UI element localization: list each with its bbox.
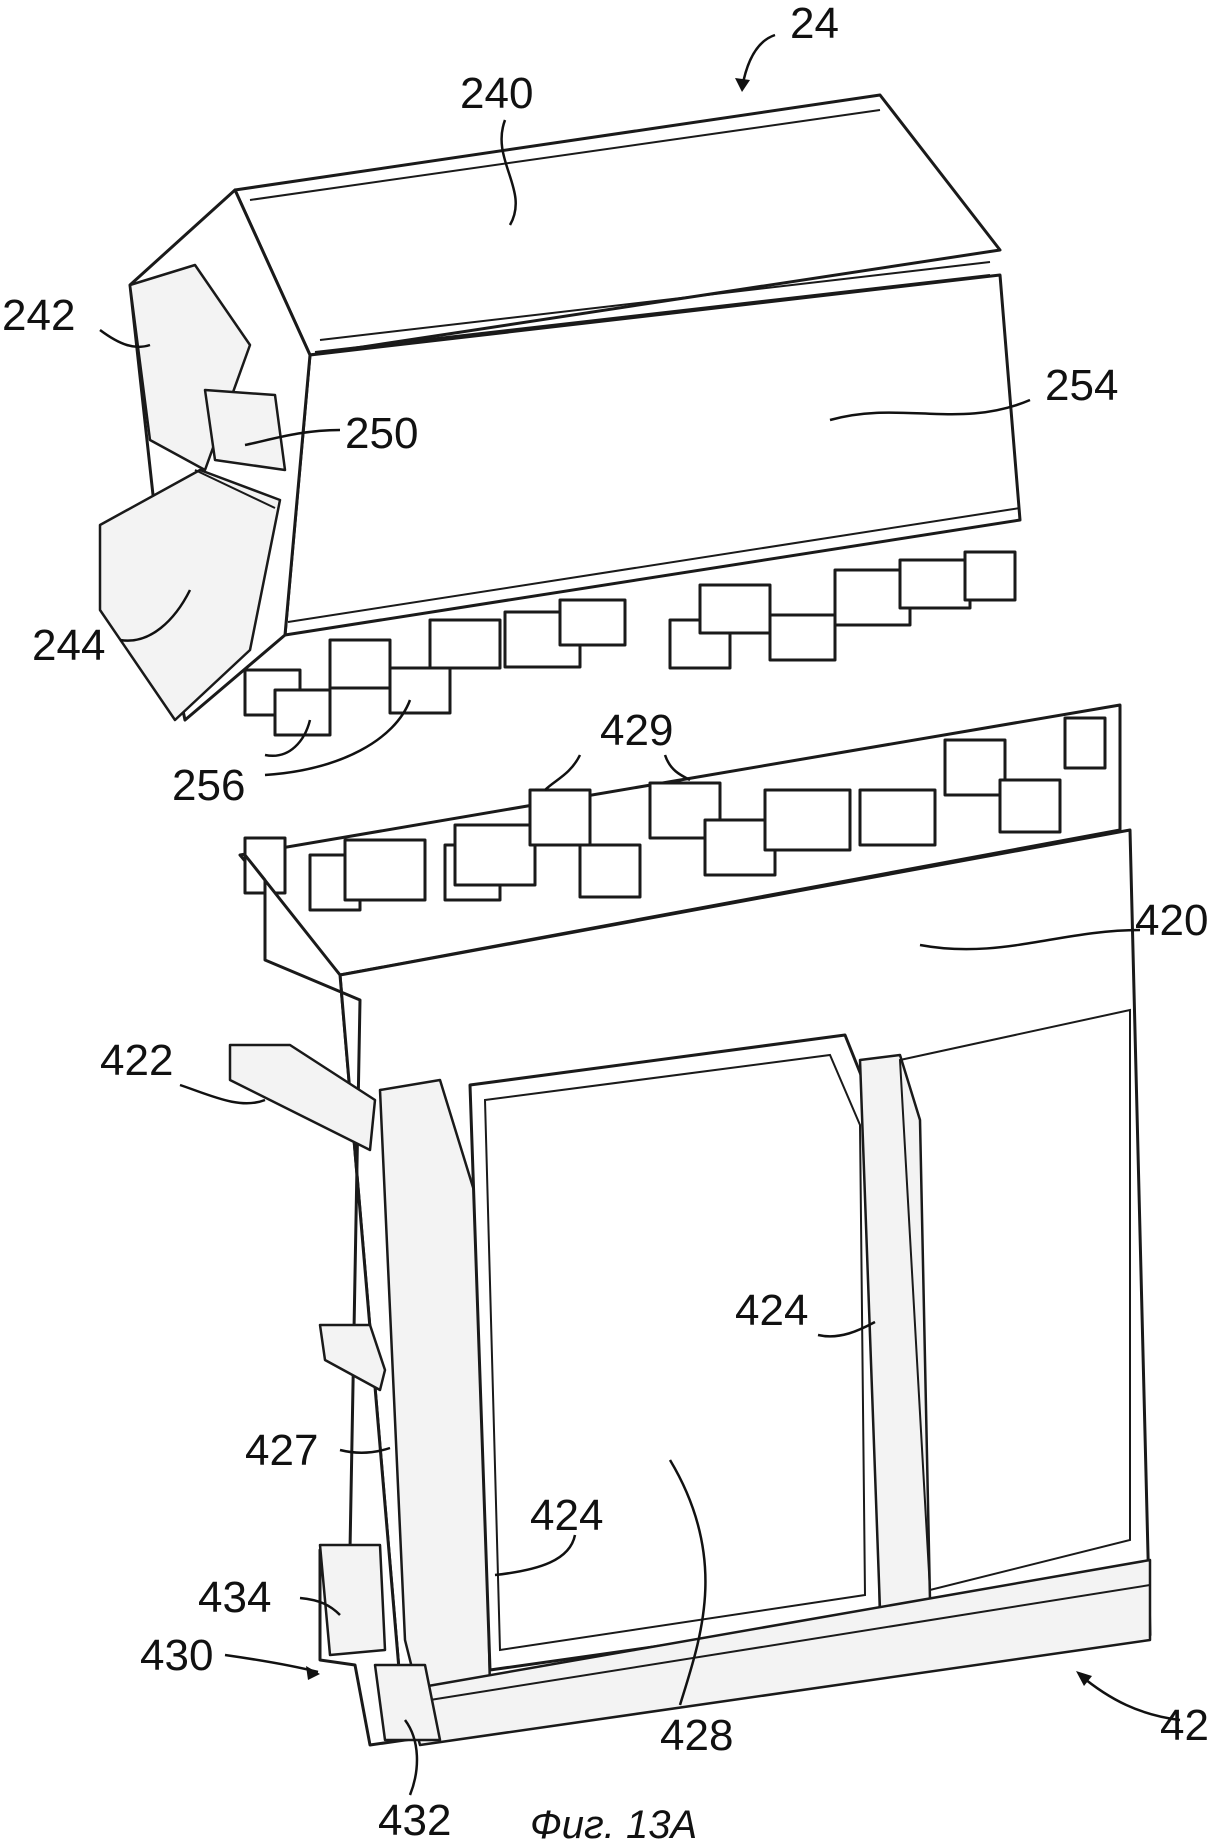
label-428: 428: [660, 1711, 733, 1760]
label-432: 432: [378, 1796, 451, 1842]
panel-428: [470, 1035, 880, 1670]
label-240: 240: [460, 69, 533, 118]
label-242: 242: [2, 291, 75, 340]
label-42: 42: [1160, 1701, 1209, 1750]
label-424-lower: 424: [530, 1491, 603, 1540]
label-434: 434: [198, 1573, 271, 1622]
label-429: 429: [600, 706, 673, 755]
upper-beam-24: [100, 95, 1020, 735]
figure-caption: Фиг. 13А: [530, 1803, 697, 1842]
label-24: 24: [790, 0, 839, 48]
label-420: 420: [1135, 896, 1208, 945]
web-250: [205, 390, 285, 470]
foot-434: [320, 1545, 385, 1655]
label-424-upper: 424: [735, 1286, 808, 1335]
label-422: 422: [100, 1036, 173, 1085]
label-430: 430: [140, 1631, 213, 1680]
lower-beam-42: [230, 705, 1150, 1745]
label-254: 254: [1045, 361, 1118, 410]
label-256: 256: [172, 761, 245, 810]
label-250: 250: [345, 409, 418, 458]
label-427: 427: [245, 1426, 318, 1475]
label-244: 244: [32, 621, 105, 670]
